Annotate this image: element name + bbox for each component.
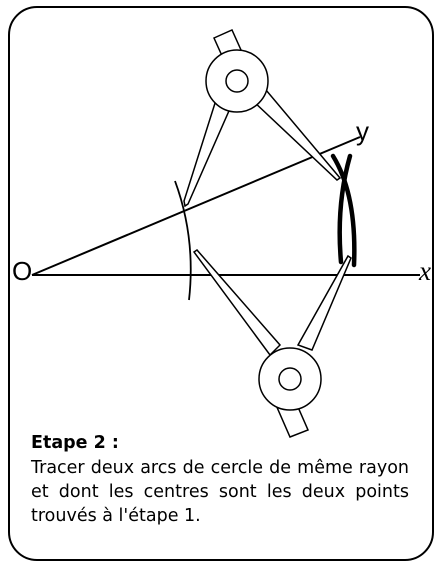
origin-label: O [12, 256, 33, 286]
arc-lower-center [337, 153, 353, 265]
compass-upper-leg-left [183, 99, 234, 208]
compass-lower-leg-left [192, 249, 282, 357]
compass-upper [183, 29, 342, 208]
arc-step-1 [174, 180, 192, 301]
axis-y-label: y [356, 116, 369, 146]
step-caption: Etape 2 : Tracer deux arcs de cercle de … [31, 431, 409, 528]
compass-upper-hinge-inner [225, 69, 249, 93]
compass-lower [192, 249, 352, 438]
frame-border [8, 6, 434, 561]
compass-upper-leg-right [250, 88, 342, 181]
axis-x-label: x [419, 256, 431, 286]
compass-lower-leg-right [296, 254, 352, 351]
step-title: Etape 2 : [31, 433, 119, 453]
ray-y [31, 136, 361, 276]
arc-upper-center [330, 153, 357, 268]
compass-lower-hinge-inner [278, 367, 302, 391]
step-instructions: Tracer deux arcs de cercle de même rayon… [31, 458, 409, 526]
